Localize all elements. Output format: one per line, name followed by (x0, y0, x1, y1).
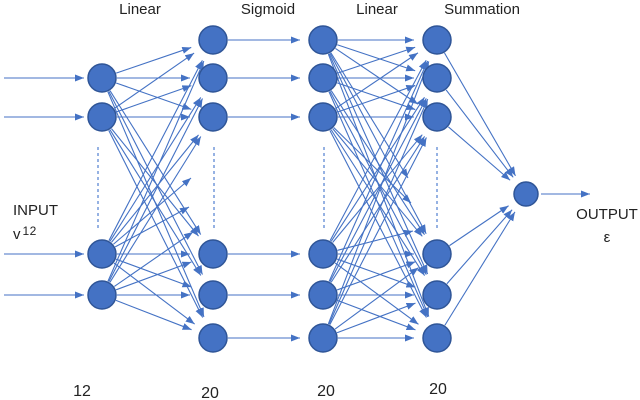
stage-label-summation: Summation (444, 1, 520, 18)
ellipsis-arrow (330, 52, 409, 179)
neuron-node (422, 239, 452, 269)
weight-arrow (337, 84, 416, 113)
weight-arrow (108, 98, 204, 282)
weight-arrow (329, 52, 427, 234)
neuron-node (308, 239, 338, 269)
weight-arrow (337, 82, 416, 111)
layer-count-3: 20 (429, 381, 447, 398)
weight-arrow (109, 97, 202, 242)
weight-arrow (329, 98, 427, 282)
neuron-node (87, 239, 117, 269)
weight-arrow (115, 261, 192, 291)
neuron-node (198, 323, 228, 353)
weight-arrow (115, 258, 192, 288)
neuron-node (422, 25, 452, 55)
neuron-node (422, 63, 452, 93)
summation-arrow (444, 211, 516, 326)
neuron-node (198, 63, 228, 93)
weight-arrow (115, 82, 192, 110)
summation-arrow (449, 205, 509, 247)
output-neuron-node (513, 181, 539, 207)
weight-arrow (330, 97, 425, 242)
epsilon-glyph: ε (603, 229, 611, 246)
weight-arrow (330, 90, 425, 235)
neuron-node (422, 323, 452, 353)
weight-arrow (335, 52, 419, 110)
ellipsis-arrow (114, 206, 190, 248)
neuron-node (198, 280, 228, 310)
layer-count-1: 20 (201, 385, 219, 400)
weight-arrow (336, 261, 416, 291)
weight-arrow (332, 128, 423, 237)
weight-arrow (337, 46, 416, 74)
weight-arrow (336, 302, 416, 334)
input-variable-superscript: 12 (22, 224, 37, 238)
neuron-node (198, 25, 228, 55)
weight-arrow (115, 299, 192, 331)
weight-arrow (109, 136, 202, 283)
layer-count-0: 12 (73, 383, 91, 400)
weight-arrow (107, 60, 205, 282)
weight-arrow (113, 262, 195, 325)
ellipsis-arrow (114, 231, 194, 287)
weight-arrow (336, 299, 416, 331)
weight-arrow (329, 60, 427, 242)
weight-arrow (116, 46, 192, 74)
neuron-node (87, 102, 117, 132)
weight-arrow (335, 47, 419, 105)
summation-arrow (445, 89, 514, 178)
ellipsis-arrow (333, 127, 412, 204)
neuron-node (87, 280, 117, 310)
stage-label-linear-1: Linear (119, 1, 161, 18)
weight-arrow (108, 60, 203, 241)
neuron-node (308, 25, 338, 55)
output-symbol: ε (567, 229, 640, 246)
neuron-node (87, 63, 117, 93)
weight-arrow (111, 128, 199, 237)
input-title: INPUT (13, 202, 58, 219)
neuron-node (422, 102, 452, 132)
weight-arrow (115, 85, 192, 113)
layer-count-2: 20 (317, 383, 335, 400)
neuron-node (308, 323, 338, 353)
neuron-node (308, 102, 338, 132)
neuron-node (198, 102, 228, 132)
weight-arrow (330, 136, 426, 283)
neuron-node (308, 280, 338, 310)
weight-arrow (336, 258, 416, 288)
output-title: OUTPUT (576, 206, 638, 223)
summation-arrow (446, 209, 513, 285)
weight-arrow (114, 52, 195, 109)
weight-arrow (327, 61, 430, 325)
weight-arrow (334, 262, 419, 325)
output-label: OUTPUT (567, 206, 640, 223)
summation-arrow (444, 52, 516, 177)
neuron-node (308, 63, 338, 93)
stage-label-sigmoid: Sigmoid (240, 1, 296, 18)
ellipsis-arrow (113, 177, 192, 245)
summation-arrow (447, 126, 511, 181)
weight-arrow (111, 134, 199, 243)
ellipsis-arrow (337, 229, 414, 251)
weight-arrow (332, 134, 423, 243)
weight-arrow (334, 267, 419, 330)
stage-label-linear-2: Linear (356, 1, 398, 18)
weight-arrow (337, 44, 416, 72)
neuron-node (198, 239, 228, 269)
weight-arrow (328, 98, 429, 325)
weight-arrow (329, 137, 427, 325)
neuron-node (422, 280, 452, 310)
